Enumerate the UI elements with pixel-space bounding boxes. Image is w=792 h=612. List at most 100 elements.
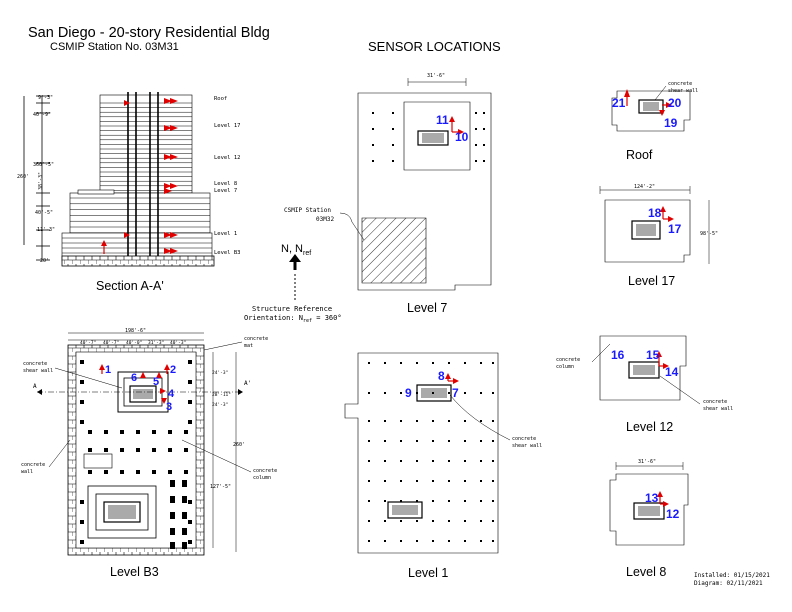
dim-label: 127'-5" (210, 484, 231, 490)
column-mark (392, 112, 394, 114)
column-mark (136, 430, 140, 434)
column-mark (184, 430, 188, 434)
column-mark (448, 520, 450, 522)
column-mark (368, 520, 370, 522)
dim-label: 40'-5" (35, 210, 53, 216)
column-mark (170, 480, 175, 487)
level-label-12: Level 12 (214, 155, 241, 161)
column-mark (480, 500, 482, 502)
column-mark (400, 540, 402, 542)
column-mark (392, 128, 394, 130)
column-mark (384, 362, 386, 364)
plan-level-8: 31'-6" 13 12 Level 8 (609, 459, 689, 579)
column-mark (120, 470, 124, 474)
sensor-label: 12 (666, 507, 680, 521)
dim-label: 24'-3" (212, 402, 228, 408)
sensor-locations-heading: SENSOR LOCATIONS (368, 39, 501, 54)
dim-label: 24'-3" (212, 370, 228, 376)
plan-caption: Level 12 (626, 420, 673, 434)
column-mark (464, 540, 466, 542)
column-mark (483, 128, 485, 130)
column-mark (372, 128, 374, 130)
column-mark (182, 512, 187, 519)
column-mark (475, 144, 477, 146)
note-label: shear wall (23, 368, 53, 374)
column-mark (152, 470, 156, 474)
column-mark (368, 420, 370, 422)
level-label-1: Level 1 (214, 231, 237, 237)
level-label-roof: Roof (214, 96, 227, 102)
column-mark (182, 480, 187, 487)
column-mark (480, 480, 482, 482)
dim-label: 360'-5" (33, 162, 54, 168)
column-mark (170, 542, 175, 549)
column-mark (188, 360, 192, 364)
column-mark (384, 540, 386, 542)
column-mark (492, 520, 494, 522)
sensor-label: 19 (664, 116, 678, 130)
column-mark (480, 520, 482, 522)
dim-label: 20' (40, 258, 49, 264)
sensor-label: 21 (612, 96, 626, 110)
sensor-label: 4 (168, 388, 175, 400)
dim-label: 28'-11" (212, 392, 231, 398)
station-label: CSMIP Station (284, 207, 331, 214)
column-mark (464, 392, 466, 394)
column-mark (104, 448, 108, 452)
column-mark (480, 460, 482, 462)
column-mark (483, 160, 485, 162)
note-label: concrete (23, 361, 47, 367)
column-mark (448, 362, 450, 364)
plan-caption: Level 8 (626, 565, 666, 579)
column-mark (384, 520, 386, 522)
column-mark (170, 528, 175, 535)
column-mark (492, 460, 494, 462)
column-mark (400, 440, 402, 442)
page-title: San Diego - 20-story Residential Bldg (28, 25, 270, 41)
dim-label: 98'-5" (700, 231, 718, 237)
column-mark (372, 144, 374, 146)
note-label: concrete (21, 462, 45, 468)
column-mark (480, 440, 482, 442)
column-mark (182, 542, 187, 549)
column-mark (464, 500, 466, 502)
column-mark (448, 392, 450, 394)
dim-label: 198'-6" (125, 328, 146, 334)
column-mark (432, 520, 434, 522)
dim-label: 40'-7" (80, 340, 96, 346)
plan-caption: Roof (626, 148, 653, 162)
plan-level-12: 16 15 14 concrete column concrete shear … (556, 335, 733, 434)
column-mark (480, 540, 482, 542)
column-mark (368, 392, 370, 394)
column-mark (448, 460, 450, 462)
column-mark (184, 470, 188, 474)
section-mark-a: A (33, 383, 37, 390)
column-mark (416, 440, 418, 442)
column-mark (188, 540, 192, 544)
column-mark (432, 480, 434, 482)
note-label: concrete (668, 81, 692, 87)
note-label: concrete (244, 336, 268, 342)
dim-label: 40'-0" (126, 340, 142, 346)
plan-caption: Level B3 (110, 565, 159, 579)
note-label: wall (21, 469, 33, 475)
column-mark (182, 528, 187, 535)
column-mark (188, 420, 192, 424)
dim-label: 40'-7" (103, 340, 119, 346)
ref-orientation-line1: Structure Reference (252, 305, 332, 313)
sensor-label: 20 (668, 96, 682, 110)
column-mark (136, 448, 140, 452)
column-mark (448, 420, 450, 422)
plan-roof: 21 20 19 concrete shear wall Roof (611, 81, 698, 162)
column-mark (400, 480, 402, 482)
note-label: concrete (253, 468, 277, 474)
column-mark (480, 420, 482, 422)
sensor-label: 13 (645, 491, 659, 505)
column-mark (368, 500, 370, 502)
column-mark (432, 420, 434, 422)
column-mark (432, 392, 434, 394)
column-mark (80, 540, 84, 544)
column-mark (182, 496, 187, 503)
column-mark (492, 440, 494, 442)
